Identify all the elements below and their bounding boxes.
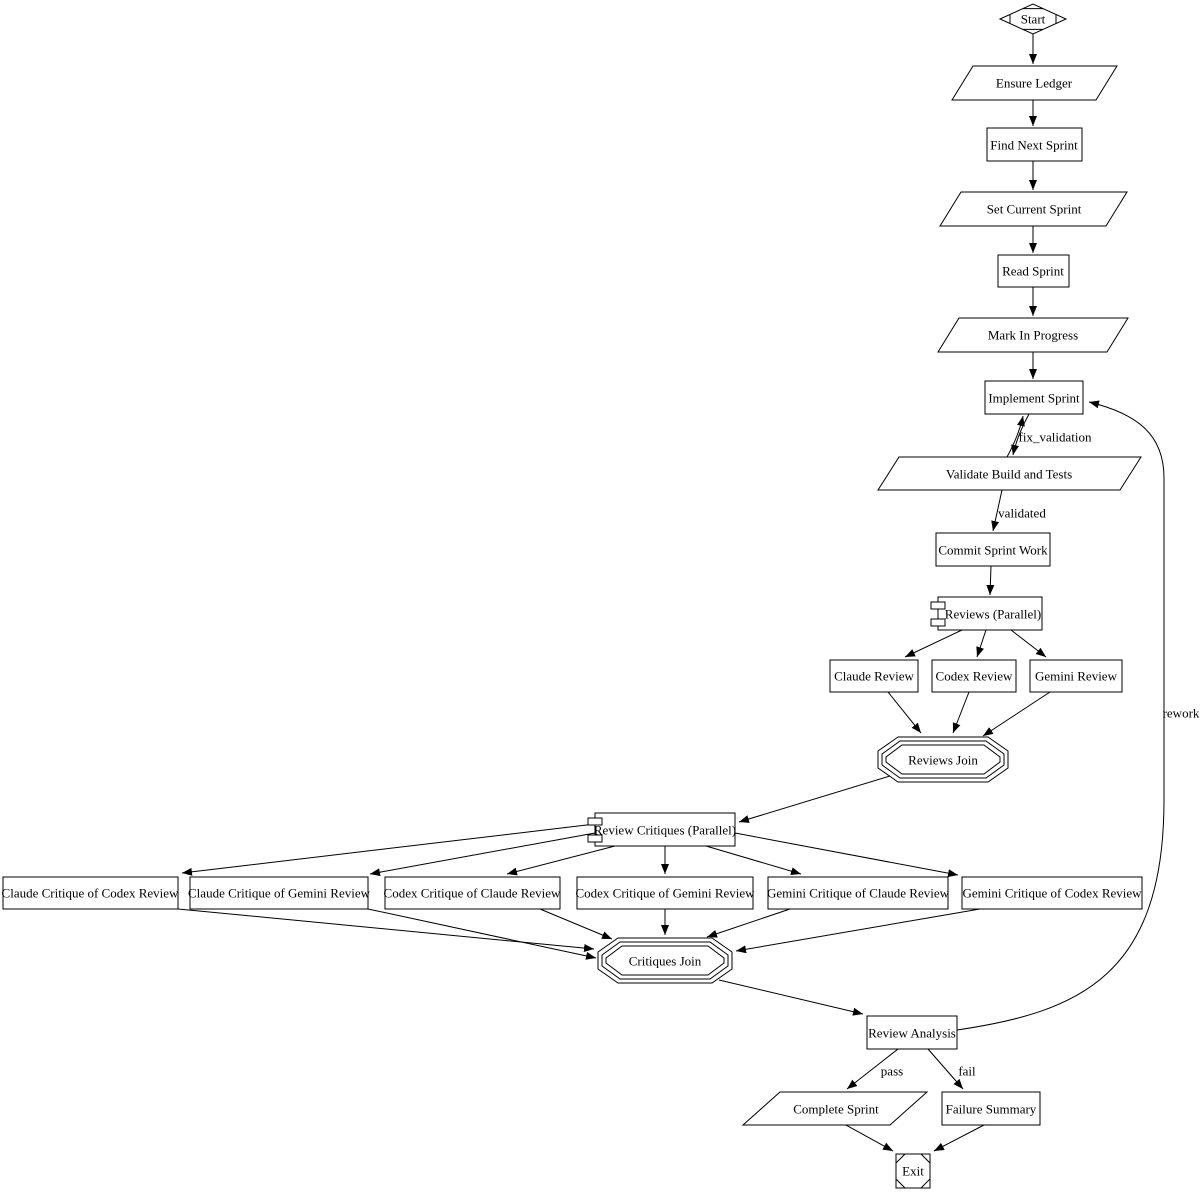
- node-find-next-sprint-label: Find Next Sprint: [990, 137, 1078, 153]
- node-mark-in-progress: [937, 317, 1129, 353]
- node-complete-sprint: [741, 1091, 929, 1126]
- node-start-label: Start: [1020, 11, 1046, 27]
- component-tab-icon: [930, 618, 946, 627]
- node-gemini-review-label: Gemini Review: [1035, 668, 1117, 684]
- node-commit-sprint-work-label: Commit Sprint Work: [938, 542, 1048, 558]
- node-ensure-ledger-label: Ensure Ledger: [995, 75, 1073, 91]
- edge-reviews-parallel-to-codex-review: [976, 629, 987, 658]
- component-tab-icon: [587, 834, 603, 843]
- node-gemini-critique-of-claude-review-label: Gemini Critique of Claude Review: [767, 885, 949, 901]
- edge-review-critiques-to-gemini-critique-claude: [705, 845, 802, 876]
- edge-reviews-join-to-review-critiques: [738, 775, 891, 823]
- node-reviews-parallel: [930, 596, 1043, 631]
- node-codex-critique-of-gemini-review-label: Codex Critique of Gemini Review: [575, 885, 755, 901]
- node-review-critiques-parallel-label: Review Critiques (Parallel): [593, 822, 737, 838]
- edge-label-pass: pass: [880, 1063, 904, 1079]
- edge-gemini-critique-codex-to-critiques-join: [735, 908, 981, 954]
- node-gemini-critique-of-codex-review-label: Gemini Critique of Codex Review: [962, 885, 1142, 901]
- edge-review-critiques-to-codex-critique-claude: [506, 845, 616, 876]
- edge-claude-critique-gemini-to-critiques-join: [367, 908, 597, 960]
- edge-label-validated: validated: [998, 505, 1046, 521]
- node-codex-review: [931, 659, 1017, 693]
- node-claude-critique-of-gemini-review: [189, 876, 369, 910]
- edge-review-analysis-to-implement-sprint-rework: [956, 400, 1165, 1031]
- edge-codex-review-to-reviews-join: [952, 691, 970, 734]
- node-review-critiques-parallel: [587, 812, 736, 847]
- edge-complete-sprint-to-exit: [845, 1124, 894, 1152]
- edge-gemini-review-to-reviews-join: [982, 691, 1051, 737]
- edge-label-rework: rework: [1162, 705, 1200, 721]
- node-reviews-join: [877, 736, 1009, 783]
- edge-commit-to-reviews-parallel: [986, 565, 995, 596]
- node-implement-sprint: [984, 380, 1084, 415]
- node-critiques-join-label: Critiques Join: [628, 953, 702, 969]
- component-tab-icon: [587, 817, 603, 826]
- edge-label-fix-validation: fix_validation: [1018, 429, 1092, 445]
- node-codex-critique-of-claude-review: [384, 876, 561, 910]
- node-failure-summary-label: Failure Summary: [945, 1101, 1037, 1117]
- node-ensure-ledger: [951, 65, 1118, 101]
- node-claude-review-label: Claude Review: [834, 668, 914, 684]
- edge-validate-to-implement-sprint-fix-validation: [1006, 415, 1025, 458]
- node-critiques-join: [597, 937, 733, 984]
- node-codex-critique-of-claude-review-label: Codex Critique of Claude Review: [383, 885, 561, 901]
- edge-reviews-parallel-to-claude-review: [904, 629, 963, 658]
- node-claude-critique-of-codex-review-label: Claude Critique of Codex Review: [1, 885, 179, 901]
- node-codex-review-label: Codex Review: [935, 668, 1013, 684]
- node-review-analysis-label: Review Analysis: [868, 1025, 956, 1041]
- node-read-sprint: [997, 254, 1070, 288]
- node-gemini-review: [1029, 659, 1123, 693]
- node-find-next-sprint: [986, 127, 1083, 162]
- edge-reviews-parallel-to-gemini-review: [1010, 629, 1047, 658]
- edge-review-critiques-to-claude-critique-gemini: [369, 832, 596, 877]
- node-gemini-critique-of-codex-review: [961, 876, 1143, 910]
- node-validate-build-and-tests: [877, 456, 1142, 491]
- exit-corner-marks: [895, 1153, 931, 1189]
- edge-review-critiques-to-gemini-critique-codex: [734, 832, 959, 878]
- edge-claude-critique-codex-to-critiques-join: [177, 908, 595, 953]
- edge-review-critiques-to-claude-critique-codex: [181, 823, 596, 876]
- node-set-current-sprint: [939, 191, 1128, 227]
- node-failure-summary: [941, 1091, 1041, 1126]
- node-exit: [895, 1153, 931, 1189]
- edge-failure-summary-to-exit: [933, 1124, 985, 1152]
- node-read-sprint-label: Read Sprint: [1002, 263, 1064, 279]
- node-set-current-sprint-label: Set Current Sprint: [986, 201, 1082, 217]
- edge-implement-sprint-to-validate: [1011, 413, 1030, 456]
- node-implement-sprint-label: Implement Sprint: [988, 390, 1080, 406]
- edge-validate-to-commit-validated: [991, 489, 1003, 532]
- node-start: [998, 3, 1068, 35]
- node-claude-review: [829, 659, 919, 693]
- nodes-layer: [2, 3, 1143, 1189]
- edge-label-fail: fail: [958, 1063, 976, 1079]
- node-validate-build-and-tests-label: Validate Build and Tests: [945, 466, 1073, 482]
- edge-review-analysis-to-complete-sprint-pass: [846, 1048, 899, 1090]
- node-exit-label: Exit: [902, 1163, 924, 1179]
- node-claude-critique-of-codex-review: [2, 876, 179, 910]
- edge-claude-review-to-reviews-join: [887, 691, 922, 734]
- node-gemini-critique-of-claude-review: [767, 876, 949, 910]
- node-reviews-parallel-label: Reviews (Parallel): [944, 606, 1042, 622]
- component-tab-icon: [930, 601, 946, 610]
- edges-layer: [177, 34, 1165, 1152]
- edge-review-analysis-to-failure-summary-fail: [927, 1048, 964, 1090]
- start-corner-marks: [1009, 8, 1057, 30]
- node-mark-in-progress-label: Mark In Progress: [987, 327, 1079, 343]
- edge-gemini-critique-claude-to-critiques-join: [706, 908, 791, 938]
- edge-codex-critique-claude-to-critiques-join: [539, 908, 613, 940]
- node-codex-critique-of-gemini-review: [576, 876, 754, 910]
- edge-critiques-join-to-review-analysis: [718, 979, 864, 1016]
- node-claude-critique-of-gemini-review-label: Claude Critique of Gemini Review: [188, 885, 370, 901]
- node-commit-sprint-work: [935, 532, 1051, 567]
- node-reviews-join-label: Reviews Join: [908, 752, 978, 768]
- node-complete-sprint-label: Complete Sprint: [793, 1101, 879, 1117]
- node-review-analysis: [866, 1015, 958, 1050]
